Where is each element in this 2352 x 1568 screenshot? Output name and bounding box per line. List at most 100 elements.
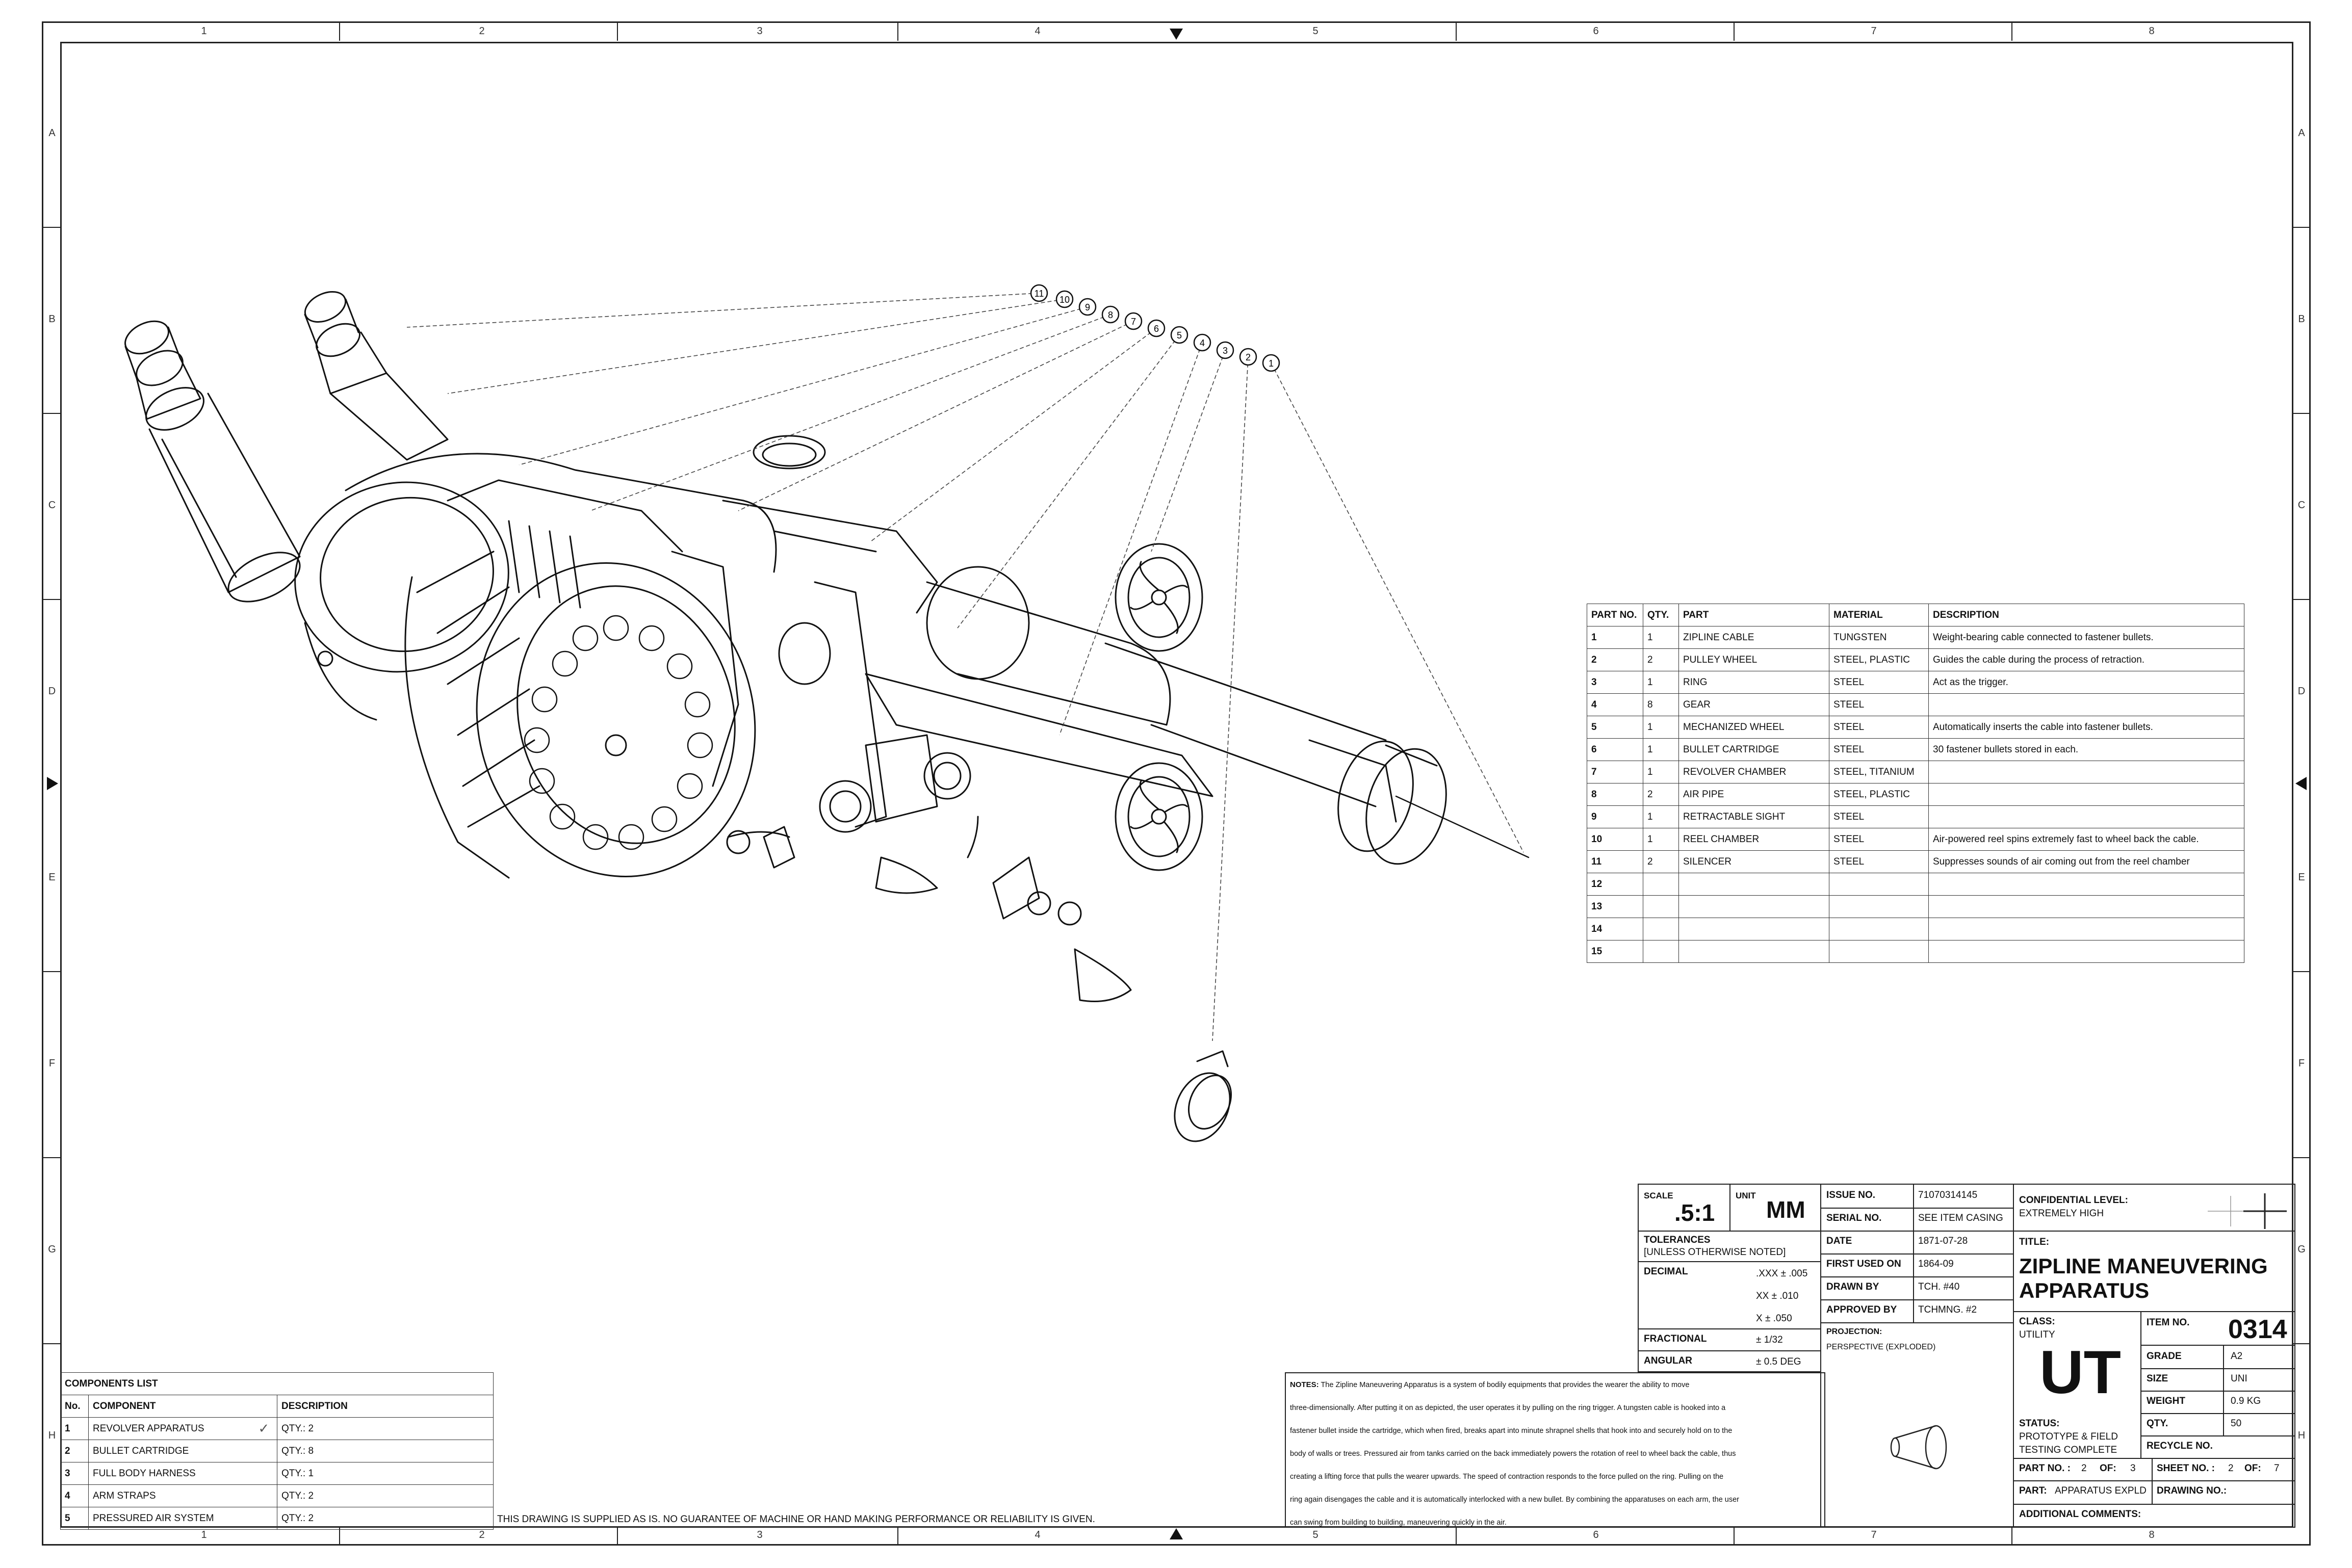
callout-3: 3 — [1216, 341, 1234, 359]
info-value: 1871-07-28 — [1918, 1236, 1968, 1246]
list-cell: FULL BODY HARNESS — [88, 1462, 254, 1485]
table-cell — [1643, 940, 1679, 963]
unit-label: UNIT — [1736, 1191, 1756, 1200]
table-cell: 15 — [1587, 940, 1643, 963]
main-body-icon — [294, 453, 777, 787]
ring-trigger-icon — [726, 816, 1232, 1142]
table-cell: STEEL — [1829, 671, 1929, 694]
info-label: DRAWN BY — [1826, 1282, 1879, 1292]
table-cell: PULLEY WHEEL — [1678, 648, 1829, 671]
confidential-value: EXTREMELY HIGH — [2019, 1208, 2104, 1219]
status-label: STATUS: — [2019, 1418, 2060, 1429]
qty-label: QTY. — [2147, 1418, 2168, 1429]
zone-col: 3 — [757, 1529, 763, 1540]
zipline-cable-icon — [1395, 795, 1530, 858]
table-cell — [1678, 918, 1829, 940]
table-cell: 6 — [1587, 738, 1643, 761]
drawing-title-line2: APPARATUS — [2019, 1278, 2150, 1302]
table-cell: MECHANIZED WHEEL — [1678, 716, 1829, 739]
callout-7: 7 — [1124, 312, 1143, 330]
check-mark-icon — [254, 1484, 277, 1507]
callout-2: 2 — [1239, 348, 1257, 366]
table-cell — [1928, 761, 2244, 783]
table-cell — [1678, 873, 1829, 896]
table-cell: 1 — [1643, 671, 1679, 694]
info-value: SEE ITEM CASING — [1918, 1213, 2003, 1223]
svg-text:4: 4 — [1200, 338, 1205, 348]
notes-line: creating a lifting force that pulls the … — [1290, 1473, 1724, 1481]
svg-text:8: 8 — [1108, 310, 1113, 320]
recycle-label: RECYCLE NO. — [2147, 1441, 2213, 1451]
table-cell: STEEL — [1829, 805, 1929, 828]
callout-circles: 11 10 9 8 7 6 5 4 3 2 1 — [1030, 284, 1280, 372]
header-description: DESCRIPTION — [1928, 604, 2244, 626]
table-cell: 5 — [1587, 716, 1643, 739]
list-cell: QTY.: 8 — [277, 1440, 494, 1462]
projection-label: PROJECTION: — [1826, 1327, 1882, 1336]
zone-row: D — [2297, 686, 2306, 697]
zone-col: 1 — [201, 1529, 207, 1540]
zone-row: H — [48, 1430, 56, 1441]
silencer-right-icon — [304, 291, 449, 461]
class-code: UT — [2039, 1338, 2121, 1406]
table-cell: 2 — [1587, 648, 1643, 671]
grade-label: GRADE — [2147, 1351, 2182, 1362]
table-cell: 8 — [1643, 693, 1679, 716]
header-qty: QTY. — [1643, 604, 1679, 626]
zone-col: 6 — [1593, 1529, 1599, 1540]
sheet-of-label: OF: — [2244, 1463, 2261, 1474]
size-value: UNI — [2231, 1373, 2247, 1384]
callout-11: 11 — [1030, 284, 1048, 302]
table-row: 14 — [1587, 918, 2244, 940]
gear-icon — [819, 734, 971, 833]
decimal-row: XX ± .010 — [1756, 1291, 1799, 1301]
table-cell: 1 — [1643, 626, 1679, 649]
zone-col: 4 — [1035, 1529, 1041, 1540]
parts-table-header: PART NO. QTY. PART MATERIAL DESCRIPTION — [1587, 604, 2244, 626]
projection-cone-icon — [1890, 1425, 1947, 1470]
table-cell: 1 — [1587, 626, 1643, 649]
zone-col: 7 — [1871, 1529, 1877, 1540]
svg-text:11: 11 — [1035, 289, 1044, 299]
sheet-no-value: 2 — [2228, 1463, 2234, 1474]
notes-line: three-dimensionally. After putting it on… — [1290, 1404, 1726, 1412]
notes-line: fastener bullet inside the cartridge, wh… — [1290, 1427, 1733, 1435]
zone-row: B — [2298, 313, 2305, 325]
table-cell: 12 — [1587, 873, 1643, 896]
callout-6: 6 — [1147, 319, 1166, 337]
status-line1: PROTOTYPE & FIELD — [2019, 1431, 2118, 1442]
zone-row: B — [48, 313, 56, 325]
table-cell — [1928, 805, 2244, 828]
zone-col: 3 — [757, 25, 763, 37]
header-part: PART — [1678, 604, 1829, 626]
table-cell — [1829, 940, 1929, 963]
callout-8: 8 — [1101, 305, 1120, 324]
part-label: PART: — [2019, 1485, 2047, 1496]
notes-line: can swing from building to building, man… — [1290, 1519, 1507, 1527]
revolver-chamber-icon — [404, 551, 756, 879]
table-cell — [1928, 693, 2244, 716]
table-cell: 3 — [1587, 671, 1643, 694]
info-label: FIRST USED ON — [1826, 1259, 1901, 1269]
table-cell: 9 — [1587, 805, 1643, 828]
components-list: COMPONENTS LIST No. COMPONENT DESCRIPTIO… — [60, 1372, 494, 1530]
part-no-value: 2 — [2081, 1463, 2087, 1474]
silencer-left-icon — [124, 320, 301, 603]
info-value: 71070314145 — [1918, 1190, 1978, 1200]
table-cell: STEEL — [1829, 738, 1929, 761]
table-cell — [1829, 918, 1929, 940]
table-row: 13 — [1587, 895, 2244, 918]
center-marker-right — [2295, 777, 2307, 790]
svg-text:7: 7 — [1131, 317, 1136, 327]
svg-text:6: 6 — [1154, 324, 1159, 334]
